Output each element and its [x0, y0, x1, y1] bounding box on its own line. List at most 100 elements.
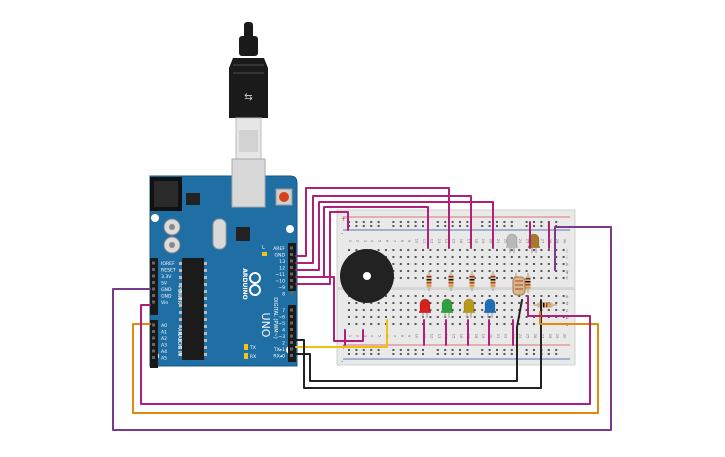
- bb-hole[interactable]: [444, 270, 447, 272]
- bb-hole[interactable]: [547, 270, 550, 272]
- bb-hole[interactable]: [429, 256, 432, 258]
- rail-hole[interactable]: [392, 349, 395, 351]
- bb-hole[interactable]: [540, 263, 543, 265]
- power-pin-hole[interactable]: [152, 287, 155, 291]
- rail-hole[interactable]: [525, 225, 528, 227]
- bb-hole[interactable]: [540, 256, 543, 258]
- bb-hole[interactable]: [562, 309, 565, 311]
- bb-hole[interactable]: [547, 256, 550, 258]
- rail-hole[interactable]: [533, 349, 535, 351]
- rail-hole[interactable]: [510, 349, 513, 351]
- rail-hole[interactable]: [362, 225, 365, 227]
- bb-hole[interactable]: [399, 277, 402, 279]
- bb-hole[interactable]: [436, 295, 439, 297]
- bb-hole[interactable]: [451, 302, 454, 304]
- bb-hole[interactable]: [481, 270, 484, 272]
- rail-hole[interactable]: [510, 225, 513, 227]
- arduino-uno-board[interactable]: L TX RX ARDUINO UNO DIGITAL (PWM~) POWER…: [149, 158, 298, 368]
- bb-hole[interactable]: [481, 309, 484, 311]
- bb-hole[interactable]: [429, 323, 432, 325]
- bb-hole[interactable]: [451, 263, 454, 265]
- bb-hole[interactable]: [481, 249, 484, 251]
- bb-hole[interactable]: [399, 316, 402, 318]
- digital-pin-hole[interactable]: [290, 266, 293, 269]
- resistor-led-4[interactable]: [490, 271, 496, 291]
- rail-hole[interactable]: [540, 225, 543, 227]
- bb-hole[interactable]: [510, 263, 513, 265]
- rail-hole[interactable]: [362, 353, 365, 355]
- bb-hole[interactable]: [348, 302, 350, 304]
- bb-hole[interactable]: [407, 263, 410, 265]
- bb-hole[interactable]: [518, 295, 521, 297]
- bb-hole[interactable]: [481, 302, 484, 304]
- rail-hole[interactable]: [348, 353, 350, 355]
- bb-hole[interactable]: [525, 270, 528, 272]
- bb-hole[interactable]: [562, 302, 565, 304]
- rail-hole[interactable]: [459, 225, 461, 227]
- bb-hole[interactable]: [451, 323, 454, 325]
- rail-hole[interactable]: [444, 221, 447, 223]
- bb-hole[interactable]: [473, 316, 476, 318]
- bb-hole[interactable]: [348, 309, 350, 311]
- bb-hole[interactable]: [503, 323, 506, 325]
- rail-hole[interactable]: [496, 349, 498, 351]
- bb-hole[interactable]: [488, 263, 491, 265]
- bb-hole[interactable]: [407, 309, 410, 311]
- rail-hole[interactable]: [481, 353, 484, 355]
- rail-hole[interactable]: [370, 221, 373, 223]
- rail-hole[interactable]: [488, 349, 491, 351]
- top-led-group[interactable]: [506, 233, 540, 253]
- bb-hole[interactable]: [362, 302, 365, 304]
- bb-hole[interactable]: [488, 277, 491, 279]
- bb-hole[interactable]: [451, 249, 454, 251]
- analog-pin-hole[interactable]: [152, 330, 155, 333]
- digital-pin-hole[interactable]: [290, 354, 293, 357]
- rail-hole[interactable]: [399, 221, 402, 223]
- bb-hole[interactable]: [547, 263, 550, 265]
- bb-hole[interactable]: [459, 316, 461, 318]
- rail-hole[interactable]: [481, 349, 484, 351]
- bb-hole[interactable]: [503, 270, 506, 272]
- bb-hole[interactable]: [459, 295, 461, 297]
- bb-hole[interactable]: [348, 323, 350, 325]
- bb-hole[interactable]: [385, 302, 387, 304]
- rail-hole[interactable]: [399, 353, 402, 355]
- bb-hole[interactable]: [503, 309, 506, 311]
- bb-hole[interactable]: [466, 249, 469, 251]
- bb-hole[interactable]: [488, 256, 491, 258]
- rail-hole[interactable]: [392, 221, 395, 223]
- bb-hole[interactable]: [422, 249, 424, 251]
- bb-hole[interactable]: [533, 263, 535, 265]
- wire-pin-13[interactable]: [295, 187, 450, 257]
- bb-hole[interactable]: [459, 249, 461, 251]
- bb-hole[interactable]: [533, 309, 535, 311]
- led-white[interactable]: [506, 233, 518, 253]
- bb-hole[interactable]: [422, 277, 424, 279]
- rail-hole[interactable]: [436, 349, 439, 351]
- rail-hole[interactable]: [555, 221, 558, 223]
- rail-hole[interactable]: [355, 221, 358, 223]
- bb-hole[interactable]: [422, 256, 424, 258]
- bb-hole[interactable]: [385, 249, 387, 251]
- bb-hole[interactable]: [547, 277, 550, 279]
- bb-hole[interactable]: [459, 263, 461, 265]
- bb-hole[interactable]: [385, 295, 387, 297]
- wire-buzzer-gnd[interactable]: [323, 276, 364, 342]
- usb-cable[interactable]: ⇆: [229, 22, 268, 161]
- power-pin-hole[interactable]: [152, 294, 155, 297]
- bb-hole[interactable]: [414, 316, 417, 318]
- digital-pin-hole[interactable]: [290, 308, 293, 312]
- rail-hole[interactable]: [451, 225, 454, 227]
- rail-hole[interactable]: [555, 349, 558, 351]
- digital-pin-hole[interactable]: [290, 259, 293, 263]
- rail-hole[interactable]: [459, 221, 461, 223]
- rail-hole[interactable]: [377, 353, 380, 355]
- bb-hole[interactable]: [473, 277, 476, 279]
- bb-hole[interactable]: [525, 256, 528, 258]
- bb-hole[interactable]: [496, 309, 498, 311]
- resistor-ldr-2[interactable]: [525, 273, 531, 293]
- bb-hole[interactable]: [429, 295, 432, 297]
- bb-hole[interactable]: [399, 295, 402, 297]
- bb-hole[interactable]: [525, 249, 528, 251]
- rail-hole[interactable]: [407, 349, 410, 351]
